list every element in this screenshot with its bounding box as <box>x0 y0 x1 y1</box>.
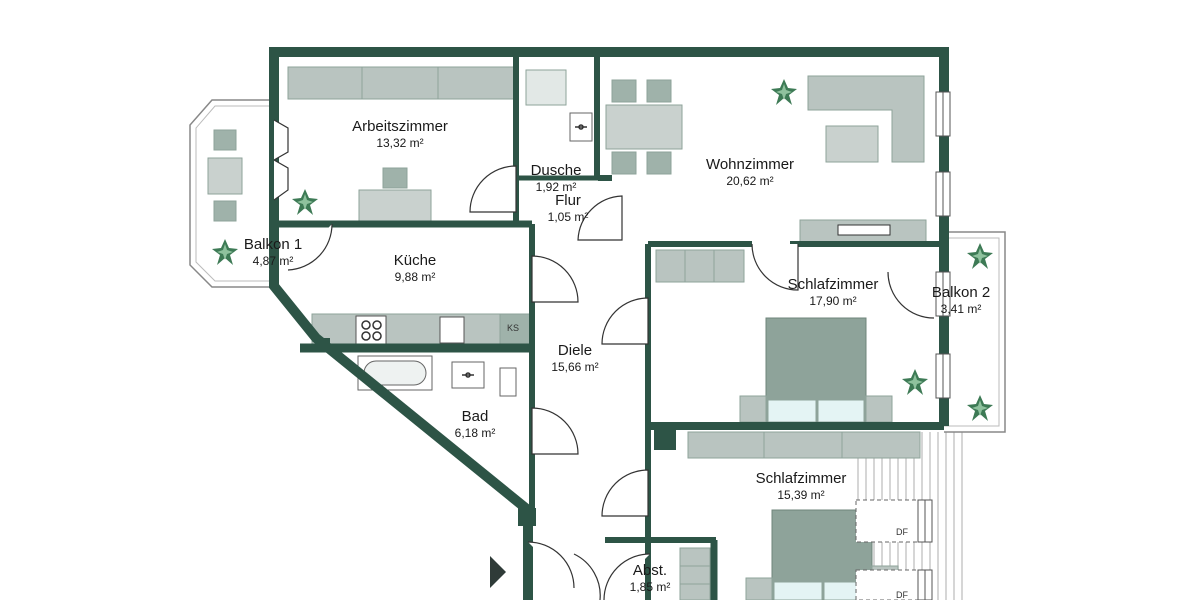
wall-details <box>316 338 676 526</box>
dormer-tag-1: DF <box>896 527 908 537</box>
doors <box>273 119 935 600</box>
entrance-arrow-icon <box>490 556 506 588</box>
room-label-abst: Abst.1,85 m² <box>629 562 671 594</box>
furniture <box>207 66 927 600</box>
dormer-outlines <box>855 499 919 600</box>
dormer-tag-2: DF <box>896 590 908 600</box>
balkon-1-outline <box>189 99 272 288</box>
windows <box>917 91 951 600</box>
fridge-tag: KS <box>507 323 520 333</box>
balkon-2-outline <box>944 231 1006 433</box>
